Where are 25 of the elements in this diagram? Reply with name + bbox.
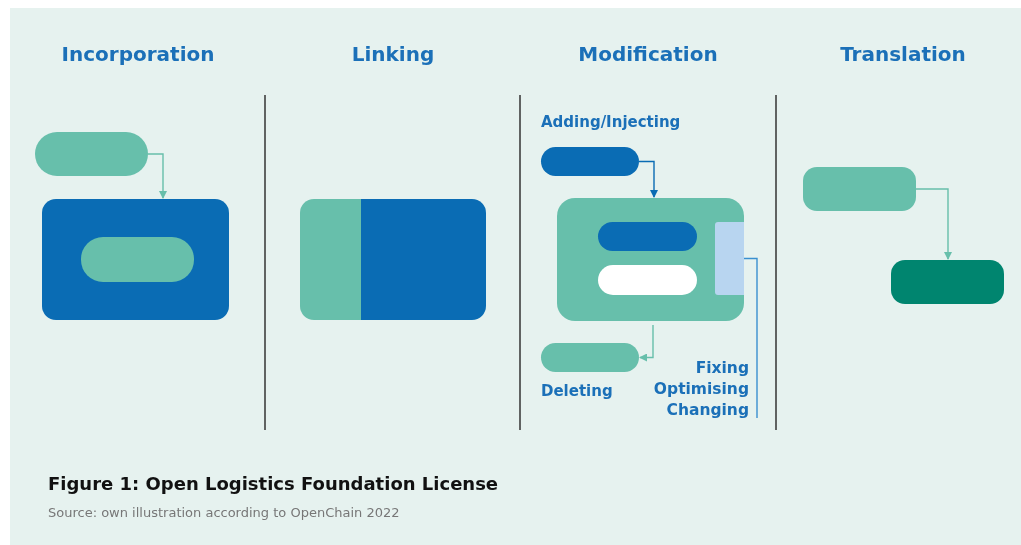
node-label: Adding/Injecting — [541, 113, 681, 131]
arrow — [915, 188, 952, 260]
box-segment — [361, 199, 486, 320]
side-bar — [715, 222, 744, 295]
arrow — [147, 153, 167, 199]
rounded-box — [891, 260, 1004, 304]
column-heading: Linking — [350, 42, 436, 66]
pill-shape — [598, 265, 697, 295]
node-label: Deleting — [541, 382, 613, 400]
rounded-box — [42, 199, 229, 320]
column-heading: Translation — [839, 42, 967, 66]
annotation-text: Fixing Optimising Changing — [640, 358, 756, 422]
pill-shape — [598, 222, 697, 251]
figure-title: Figure 1: Open Logistics Foundation License — [48, 473, 499, 494]
column-heading: Incorporation — [60, 42, 216, 66]
rounded-box — [803, 167, 916, 211]
leader-line — [743, 257, 758, 419]
arrow — [639, 324, 654, 362]
pill-shape — [35, 132, 148, 176]
box-segment — [300, 199, 361, 320]
rounded-box — [557, 198, 744, 321]
source-caption: Source: own illustration according to OpenChain 2022 — [48, 505, 400, 520]
pill-shape — [81, 237, 194, 282]
arrow — [638, 160, 658, 198]
column-heading: Modification — [577, 42, 719, 66]
